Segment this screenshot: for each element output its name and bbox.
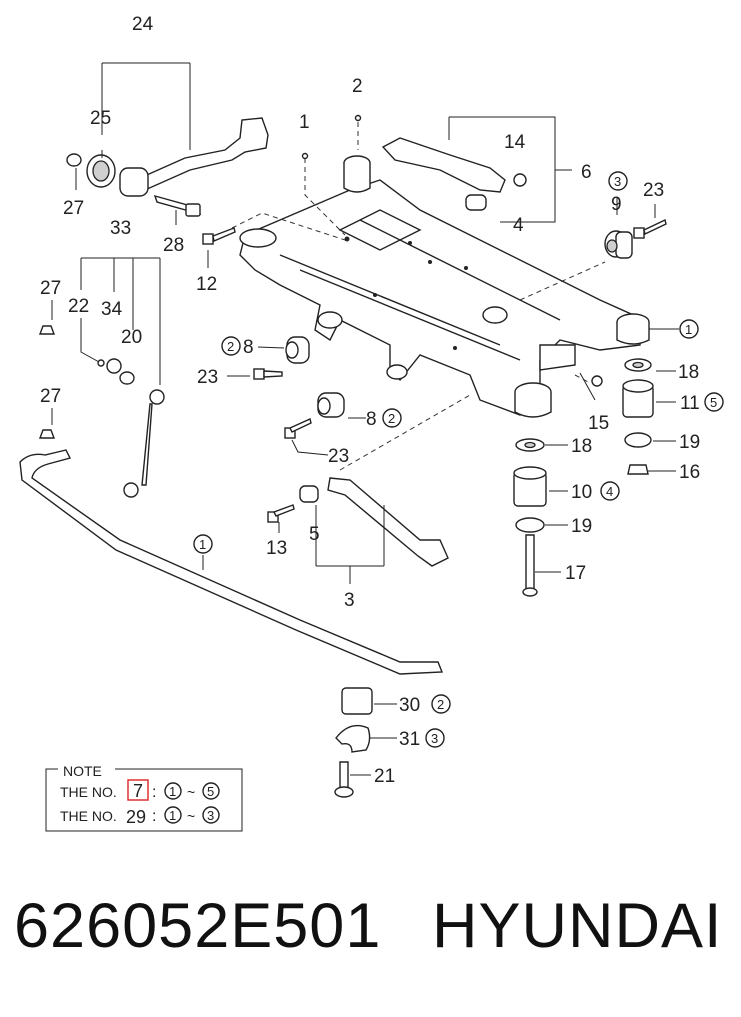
label-17: 17 (565, 563, 586, 584)
label-11: 11 (680, 393, 700, 414)
label-20: 20 (121, 327, 142, 348)
label-23: 23 (643, 180, 664, 201)
label-24: 24 (132, 14, 154, 35)
label-27: 27 (63, 198, 84, 219)
note-colon: : (152, 784, 156, 801)
label-9: 9 (611, 194, 622, 215)
label-1-circled: 1 (199, 537, 206, 552)
label-25: 25 (90, 108, 111, 129)
label-1: 1 (299, 112, 310, 133)
label-12: 12 (196, 274, 217, 295)
label-19: 19 (571, 516, 592, 537)
label-19: 19 (679, 432, 700, 453)
note-colon: : (152, 808, 156, 825)
label-23: 23 (197, 367, 218, 388)
label-28: 28 (163, 235, 184, 256)
note-line1-range-end: 5 (207, 784, 214, 799)
label-21: 21 (374, 766, 395, 787)
label-18: 18 (678, 362, 699, 383)
label-4: 4 (513, 215, 524, 236)
stabilizer-bar (20, 326, 442, 674)
label-15: 15 (588, 413, 609, 434)
label-8: 8 (243, 337, 254, 358)
label-33: 33 (110, 218, 131, 239)
note-line2-range-end: 3 (207, 808, 214, 823)
note-line2-range-start: 1 (169, 808, 176, 823)
note-line2-prefix: THE NO. (60, 808, 117, 824)
label-3: 3 (344, 590, 355, 611)
label-5: 5 (309, 524, 320, 545)
note-line1-number: 7 (133, 781, 143, 801)
label-5-circled: 5 (710, 395, 717, 410)
label-13: 13 (266, 538, 287, 559)
label-16: 16 (679, 462, 700, 483)
note-box: NOTE THE NO. 7 : 1 ~ 5 THE NO. 29 : 1 ~ … (46, 763, 242, 831)
callout-labels: 24 25 27 28 2 1 14 6 4 3 9 23 12 33 27 2… (40, 14, 723, 787)
label-2-circled: 2 (388, 411, 395, 426)
label-2: 2 (352, 76, 363, 97)
note-title: NOTE (63, 763, 102, 779)
label-1-circled: 1 (685, 322, 692, 337)
note-tilde: ~ (187, 808, 195, 824)
stabilizer-bracket (336, 688, 372, 752)
label-18: 18 (571, 436, 592, 457)
label-23: 23 (328, 446, 349, 467)
brand-name: HYUNDAI (432, 890, 723, 962)
part-number: 626052E501 (14, 890, 381, 962)
note-tilde: ~ (187, 784, 195, 800)
label-31: 31 (399, 729, 420, 750)
label-10: 10 (571, 482, 592, 503)
upper-arm-24 (67, 118, 268, 216)
label-6: 6 (581, 162, 592, 183)
label-3-circled: 3 (614, 174, 621, 189)
exploded-parts-diagram: 24 25 27 28 2 1 14 6 4 3 9 23 12 33 27 2… (0, 0, 741, 850)
label-2-circled: 2 (227, 339, 234, 354)
label-30: 30 (399, 695, 420, 716)
label-4-circled: 4 (606, 484, 613, 499)
label-27: 27 (40, 386, 61, 407)
label-22: 22 (68, 296, 89, 317)
lateral-link-3 (300, 478, 448, 566)
label-8: 8 (366, 409, 377, 430)
note-line1-prefix: THE NO. (60, 784, 117, 800)
note-line1-range-start: 1 (169, 784, 176, 799)
label-14: 14 (504, 132, 526, 153)
rear-subframe (240, 156, 649, 417)
label-3-circled: 3 (431, 731, 438, 746)
note-line2-number: 29 (126, 807, 146, 827)
label-27: 27 (40, 278, 61, 299)
label-34: 34 (101, 299, 123, 320)
label-2-circled: 2 (437, 697, 444, 712)
